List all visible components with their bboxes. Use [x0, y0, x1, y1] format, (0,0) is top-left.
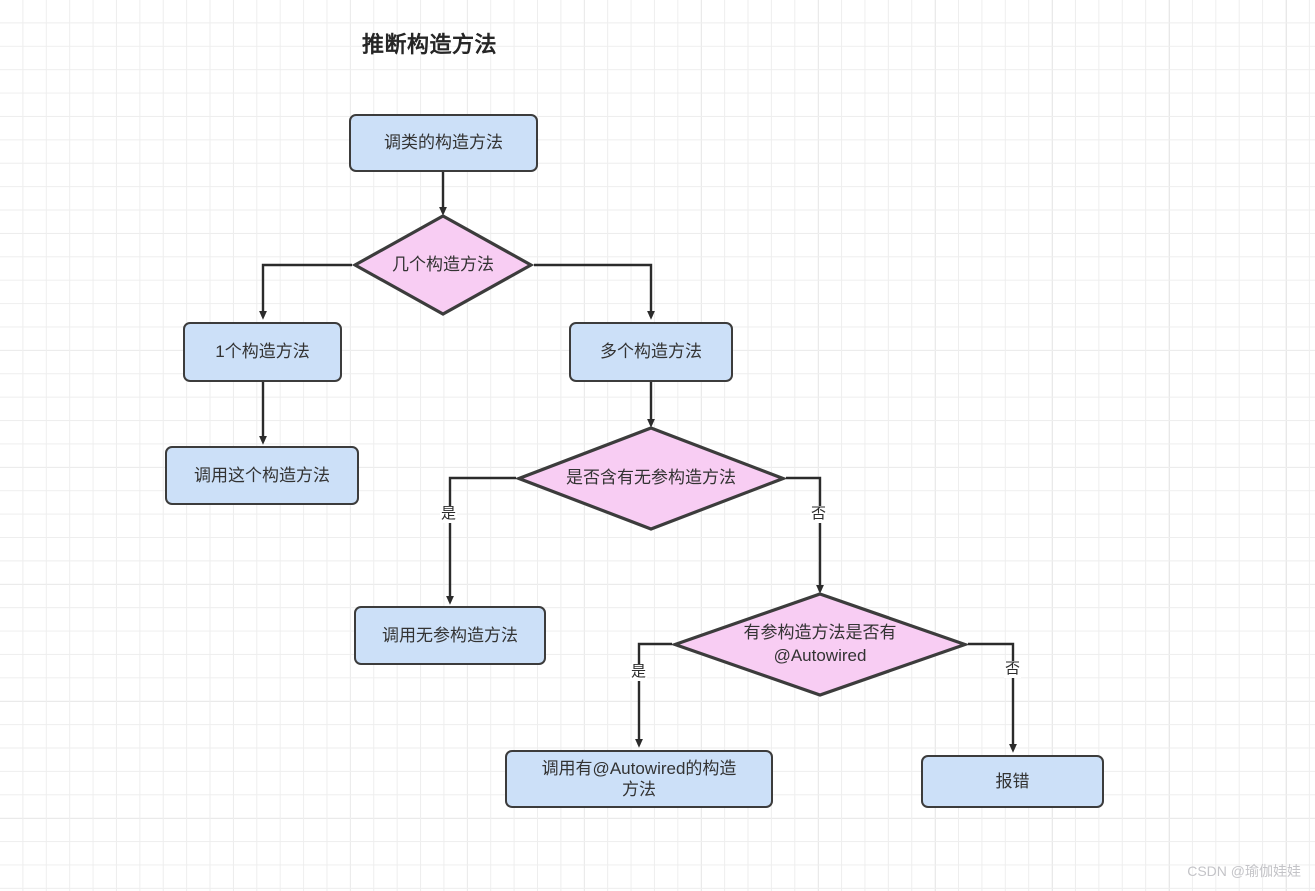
page-title: 推断构造方法: [362, 32, 498, 57]
node-label: 1个构造方法: [215, 342, 310, 362]
edge-hasnoarg-callnoarg: [446, 476, 516, 605]
diamond-shape: [516, 426, 786, 531]
node-one-constructor[interactable]: 1个构造方法: [183, 322, 342, 382]
node-label: 调用无参构造方法: [382, 625, 518, 645]
node-label: 几个构造方法: [392, 254, 494, 274]
edge-howmany-many: [534, 263, 655, 320]
node-many-constructors[interactable]: 多个构造方法: [569, 322, 733, 382]
node-how-many-constructors[interactable]: 几个构造方法: [352, 213, 534, 317]
edge-label-autowired-no: 否: [1004, 660, 1022, 678]
node-label: 报错: [995, 771, 1030, 791]
node-label: 调用这个构造方法: [194, 465, 330, 485]
node-label: 多个构造方法: [600, 342, 702, 362]
node-call-noarg-constructor[interactable]: 调用无参构造方法: [354, 606, 546, 665]
node-call-this-constructor[interactable]: 调用这个构造方法: [165, 446, 359, 505]
edge-label-noarg-no: 否: [810, 505, 828, 523]
diamond-shape: [352, 214, 534, 316]
node-call-autowired-constructor[interactable]: 调用有@Autowired的构造 方法: [505, 750, 773, 808]
node-has-autowired[interactable]: 有参构造方法是否有 @Autowired: [672, 591, 968, 698]
watermark: CSDN @瑜伽娃娃: [1187, 863, 1301, 879]
edge-label-autowired-yes: 是: [630, 663, 648, 681]
node-label: 是否含有无参构造方法: [566, 468, 736, 488]
node-label: 调用有@Autowired的构造 方法: [541, 758, 737, 799]
node-error[interactable]: 报错: [921, 755, 1104, 808]
edge-label-noarg-yes: 是: [440, 505, 458, 523]
edge-howmany-one: [259, 263, 352, 320]
node-has-noarg-constructor[interactable]: 是否含有无参构造方法: [516, 425, 786, 532]
node-call-class-constructor[interactable]: 调类的构造方法: [349, 114, 538, 172]
edge-hasautowired-callautowired: [635, 642, 672, 748]
node-label: 有参构造方法是否有 @Autowired: [743, 623, 897, 665]
edge-hasnoarg-hasautowired: [786, 476, 824, 594]
node-label: 调类的构造方法: [384, 133, 503, 153]
diamond-shape: [672, 592, 968, 697]
